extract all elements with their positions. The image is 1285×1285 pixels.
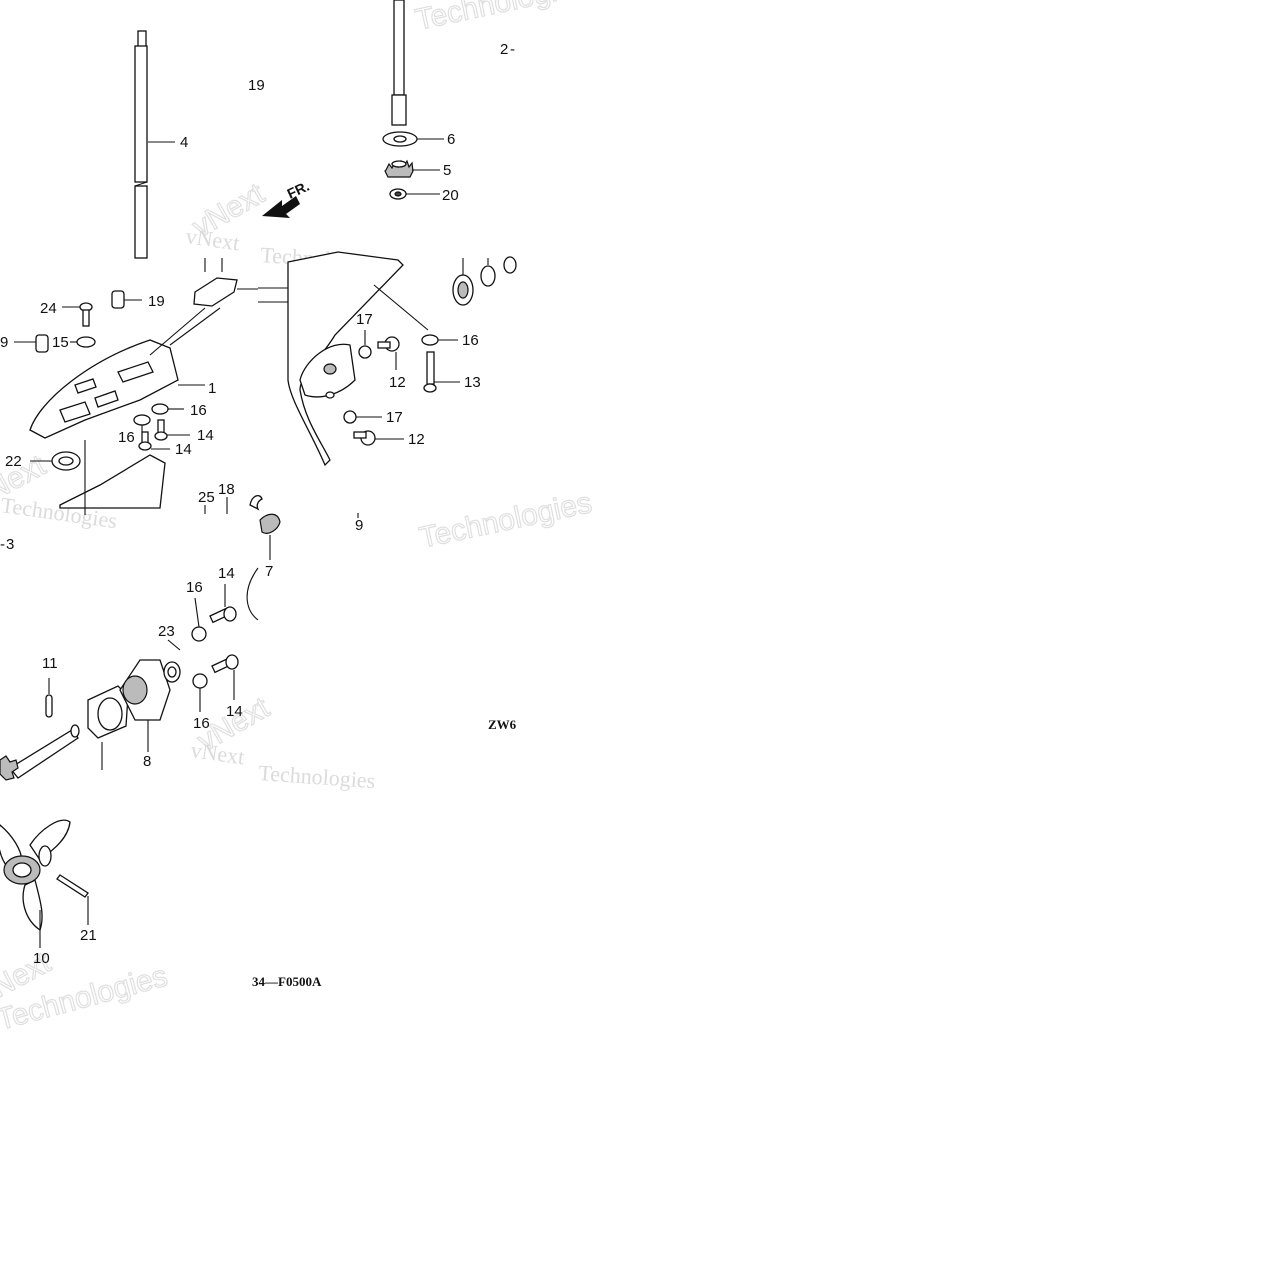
callout-24: 24 [40,300,57,317]
drive-shaft [382,0,444,200]
extension-plate [29,258,258,439]
fasteners-left [14,290,228,515]
watermark-text: Technologies [413,0,591,37]
callout-21: 21 [80,927,97,944]
callout-7: 7 [265,563,273,580]
callout-18: 18 [218,481,235,498]
callout-11: 11 [42,655,58,672]
callout-17: 17 [356,311,373,328]
callout-3: - [0,536,5,553]
pump-assembly [0,584,239,781]
drawing-code: ZW6 [488,717,517,732]
propeller [0,819,89,948]
callout-23: 23 [158,623,175,640]
vertical-shaft [134,30,175,259]
lower-housing [258,251,517,518]
callout-2: 2 [500,41,508,58]
front-direction-arrow: FR. [262,178,312,218]
watermark: Technologies Technologies vNext vNext vN… [0,0,595,1037]
callout-8: 8 [143,753,151,770]
callout-20: 20 [442,187,459,204]
watermark-text: Technologies [258,760,376,793]
callout-3-number: 3 [6,536,14,553]
callout-labels: 2 - 19 4 6 5 20 24 19 9 15 1 16 16 14 14… [0,41,515,967]
callout-15: 15 [52,334,69,351]
callout-16: 16 [118,429,135,446]
callout-19: 19 [148,293,165,310]
callout-14: 14 [175,441,192,458]
callout-16: 16 [190,402,207,419]
callout-12: 12 [389,374,406,391]
direction-label: FR. [285,178,312,202]
callout-12: 12 [408,431,425,448]
callout-5: 5 [443,162,451,179]
callout-14: 14 [226,703,243,720]
callout-dash: - [510,41,515,58]
figure-reference: 34—F0500A [252,974,322,989]
callout-9: 9 [355,517,363,534]
callout-9: 9 [0,334,8,351]
callout-25: 25 [198,489,215,506]
callout-6: 6 [447,131,455,148]
callout-16: 16 [186,579,203,596]
gear-clip [246,494,281,621]
callout-14: 14 [197,427,214,444]
watermark-text: Technologies [417,486,595,555]
callout-16: 16 [462,332,479,349]
callout-17: 17 [386,409,403,426]
callout-16: 16 [193,715,210,732]
callout-13: 13 [464,374,481,391]
callout-4: 4 [180,134,188,151]
callout-22: 22 [5,453,22,470]
callout-14: 14 [218,565,235,582]
callout-1: 1 [208,380,216,397]
callout-19: 19 [248,77,265,94]
callout-10: 10 [33,950,50,967]
